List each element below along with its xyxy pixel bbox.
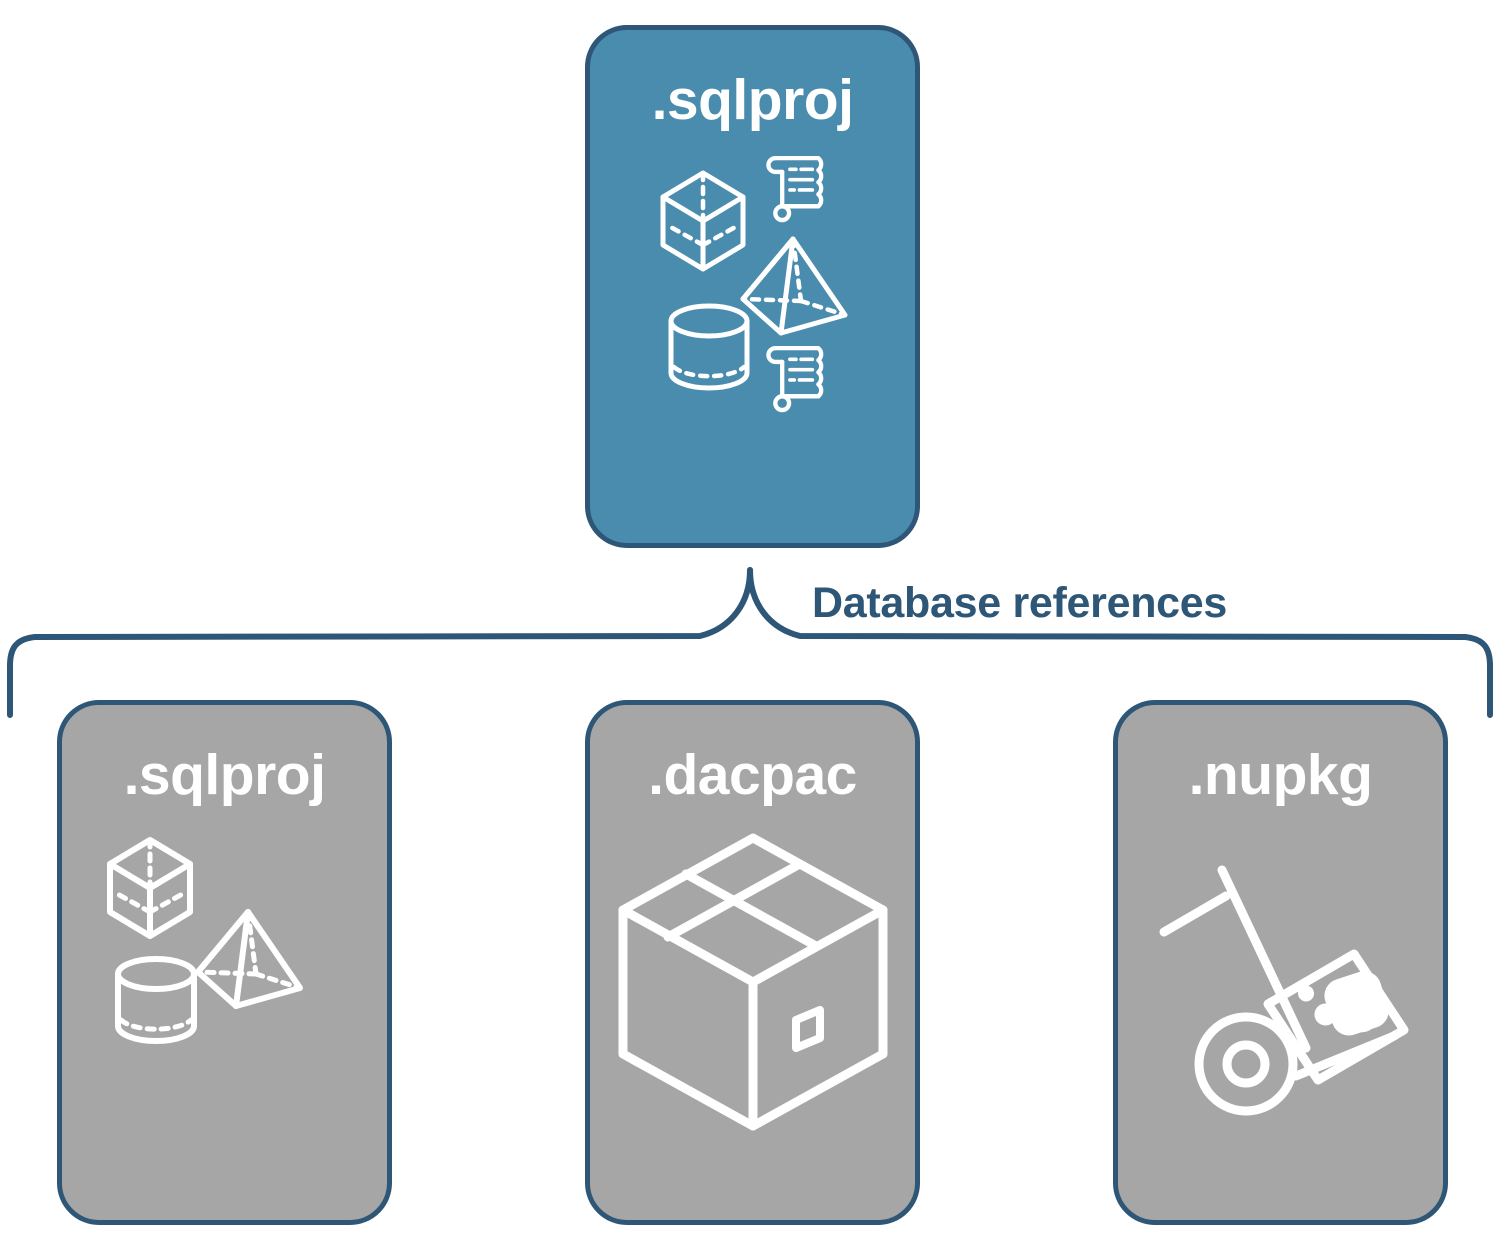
reference-card-sqlproj[interactable]: .sqlproj xyxy=(57,700,392,1225)
scroll-icon xyxy=(765,346,823,413)
bracket-label: Database references xyxy=(812,579,1227,627)
root-card-sqlproj[interactable]: .sqlproj xyxy=(585,25,920,548)
root-card-title: .sqlproj xyxy=(651,68,854,132)
scroll-icon xyxy=(765,156,823,223)
reference-card-artwork xyxy=(1146,832,1416,1122)
reference-card-title: .nupkg xyxy=(1188,743,1373,807)
cube-wireframe-icon xyxy=(660,170,745,272)
reference-card-nupkg[interactable]: .nupkg xyxy=(1113,700,1448,1225)
cylinder-wireframe-icon xyxy=(114,956,197,1044)
reference-card-dacpac[interactable]: .dacpac xyxy=(585,700,920,1225)
pyramid-wireframe-icon xyxy=(194,909,303,1009)
cube-wireframe-icon xyxy=(106,837,193,939)
root-card-artwork xyxy=(653,151,853,416)
reference-card-title: .dacpac xyxy=(648,743,857,807)
reference-card-artwork xyxy=(98,832,328,1062)
package-box-icon xyxy=(618,833,887,1131)
reference-card-artwork xyxy=(608,832,898,1132)
pyramid-wireframe-icon xyxy=(740,236,847,336)
reference-card-title: .sqlproj xyxy=(123,743,326,807)
cylinder-wireframe-icon xyxy=(668,303,749,391)
nuget-crate-icon xyxy=(1263,949,1408,1085)
